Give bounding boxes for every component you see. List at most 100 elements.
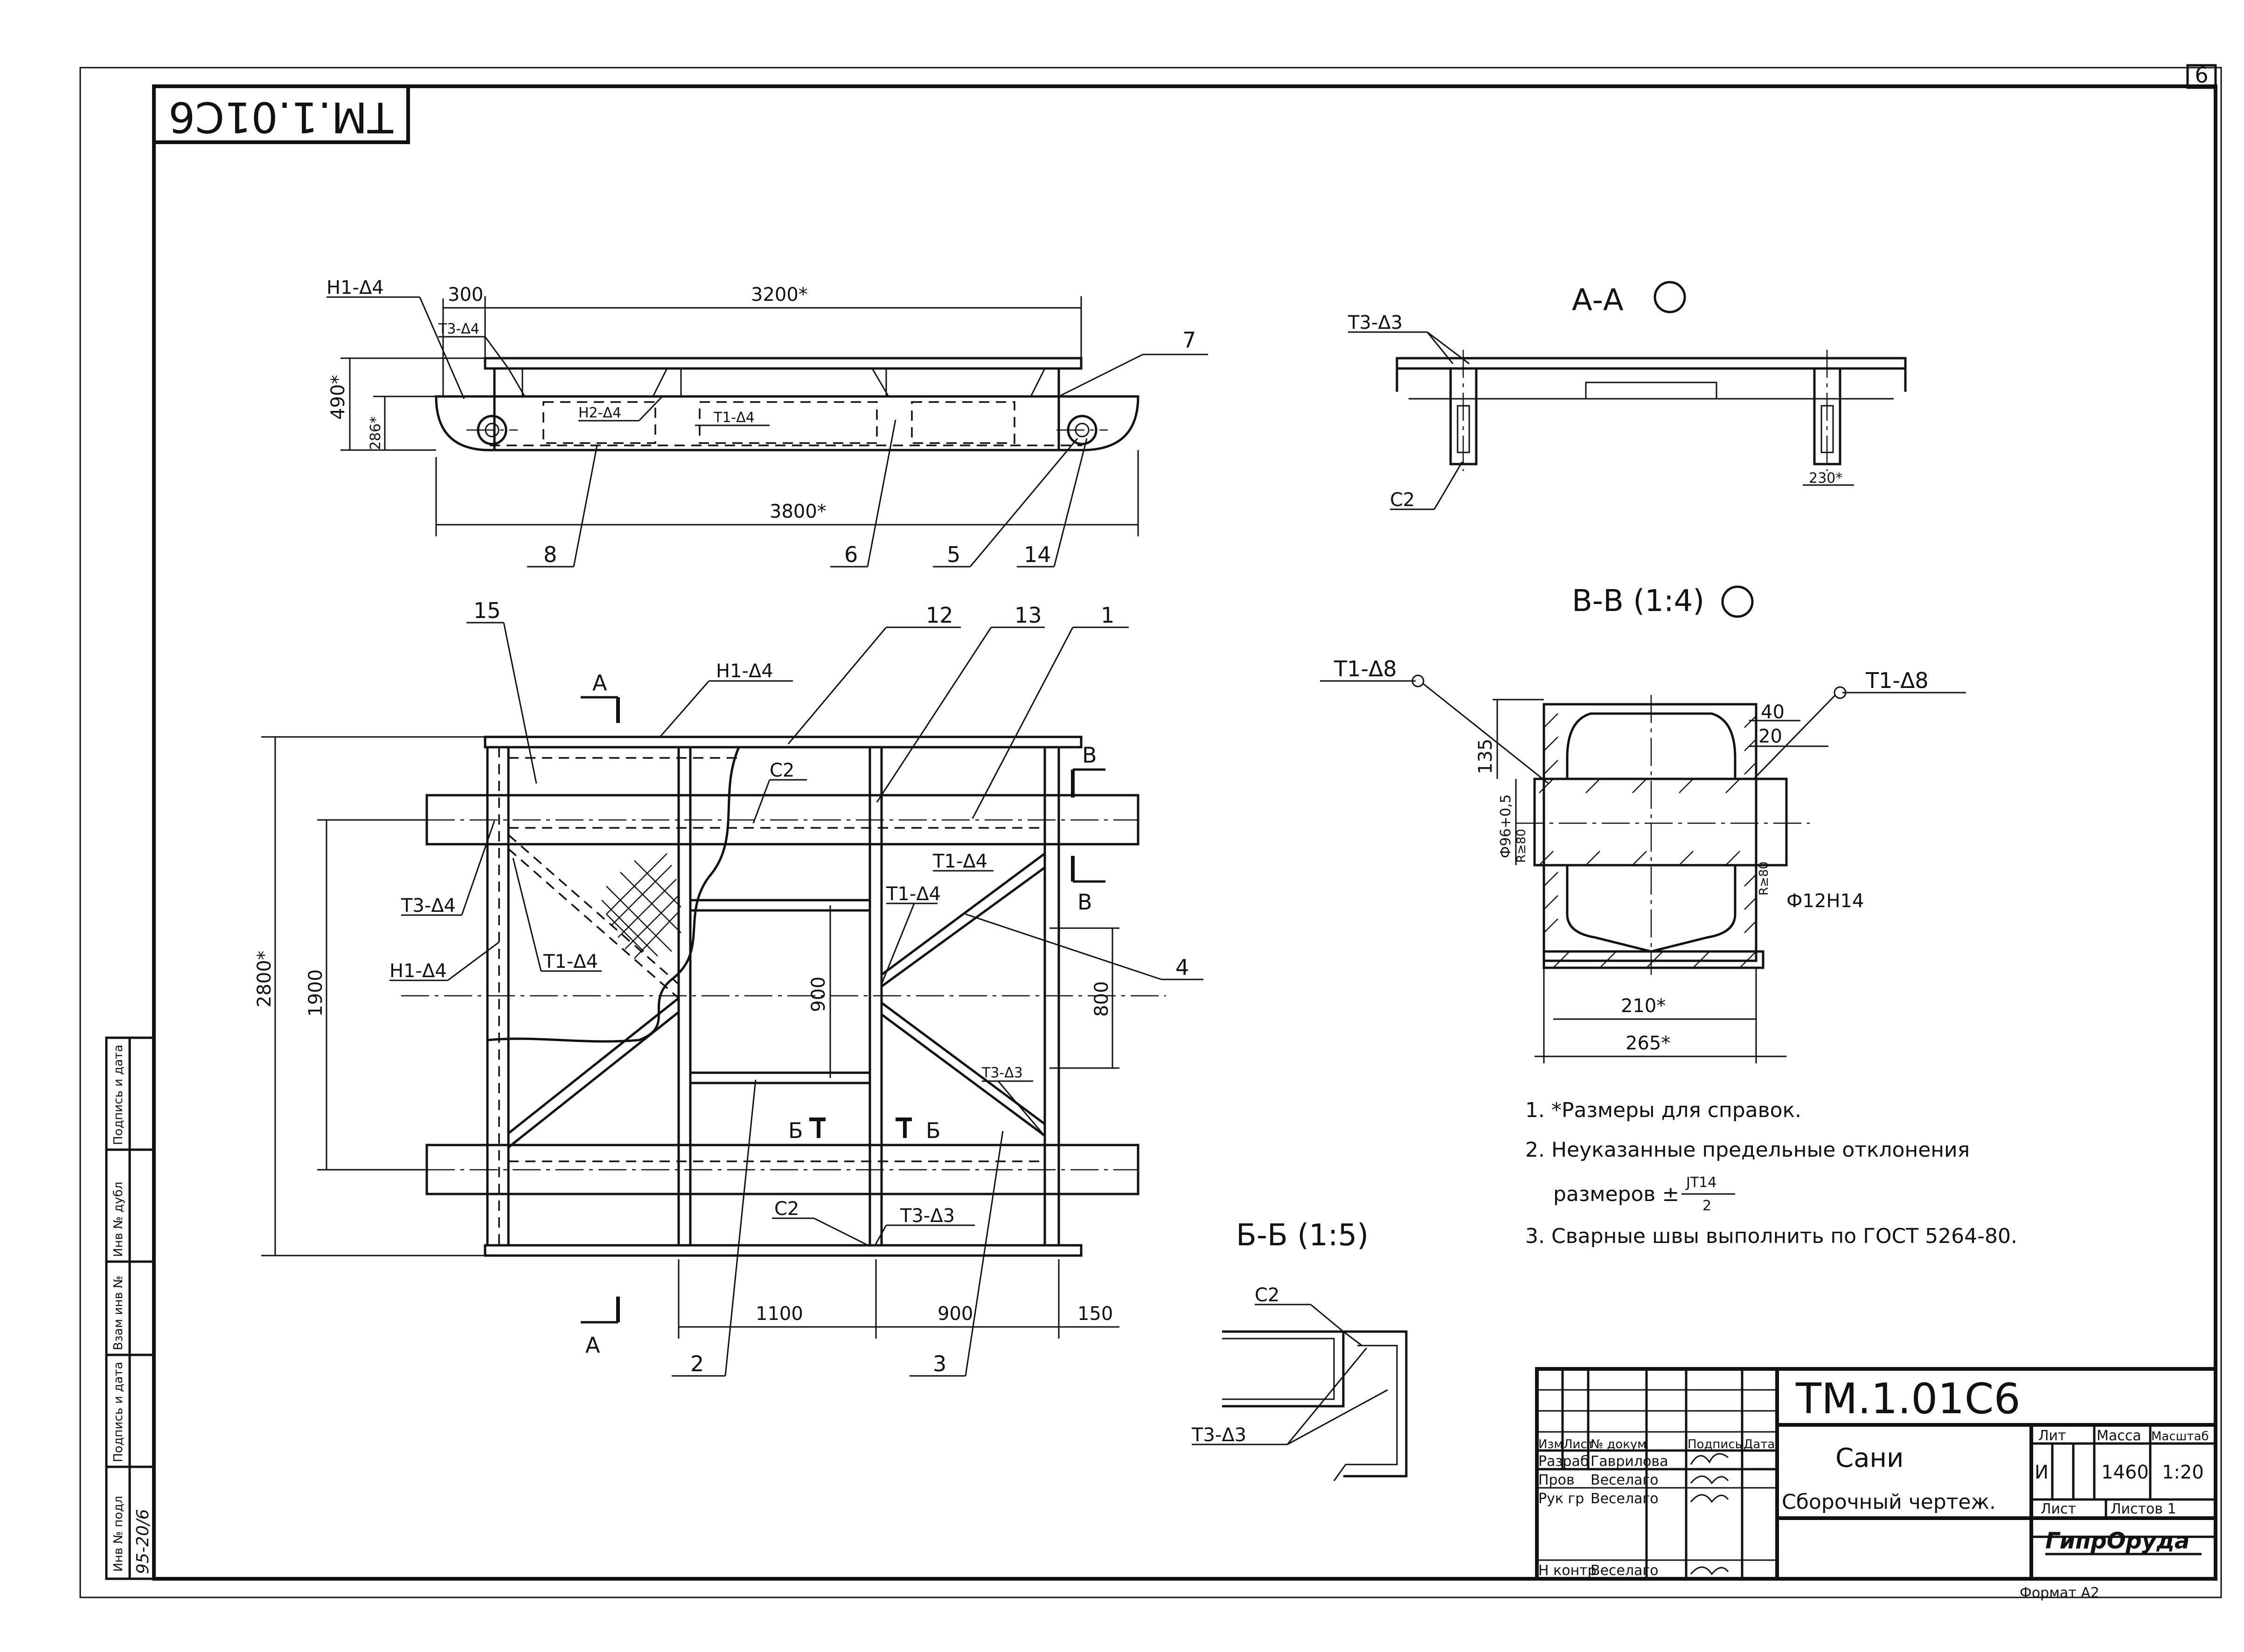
notes: 1. *Размеры для справок. 2. Неуказанные … [1525,1098,2017,1248]
rotated-stamp-code: ТМ.1.01С6 [168,92,394,141]
mesh-pattern [601,853,681,959]
tb-lit-value: И [2035,1462,2049,1483]
tb-name: Сани [1835,1443,1904,1473]
callout-7: 7 [1182,327,1196,353]
section-mark-v-bottom: В [1077,889,1092,915]
dim-bottom-1100: 1100 [756,1303,803,1325]
top-weld-t3: Т3-Δ4 [438,321,479,337]
tb-lit-label: Лит [2038,1428,2066,1444]
section-aa-title: А-А [1572,283,1624,318]
dim-inner-800: 800 [1091,981,1112,1017]
dim-bottom-150: 150 [1077,1303,1113,1325]
tb-header-doc: № докум [1591,1437,1647,1451]
section-mark-a-top: А [592,670,607,695]
dim-runner-height: 286* [368,416,384,450]
top-weld-n2: Н2-Δ4 [578,405,621,421]
plan-weld-n1-top: Н1-Δ4 [716,660,773,682]
plan-weld-c2-top: С2 [770,760,794,781]
strip-label-inv-podl: Инв № подл [111,1496,125,1572]
callout-14: 14 [1024,542,1051,567]
tb-row-name: Веселаго [1591,1472,1659,1488]
section-vv-title: В-В (1:4) [1572,584,1704,618]
title-block: Изм Лист № докум Подпись Дата Разраб Гав… [1535,1367,2217,1581]
tb-header-list: Лист [1563,1437,1594,1451]
callout-15: 15 [473,598,501,623]
dim-bottom-900: 900 [938,1303,973,1325]
dim-vv-40: 40 [1761,701,1785,723]
dim-height: 490* [327,375,349,420]
sheet-number: 6 [2195,62,2208,88]
dim-vv-210: 210* [1621,995,1666,1017]
section-vv-weld-left: Т1-Δ8 [1334,656,1397,681]
side-strip: Инв № подл Подпись и дата Взам инв № Инв… [105,1036,155,1580]
section-bb-weld: Т3-Δ3 [1191,1424,1246,1446]
plan-weld-t3-bottom: Т3-Δ3 [900,1205,955,1227]
tb-mass-label: Масса [2097,1428,2141,1444]
callout-12: 12 [926,603,953,628]
note-3: 3. Сварные швы выполнить по ГОСТ 5264-80… [1525,1224,2017,1248]
tb-row-role: Пров [1538,1472,1575,1488]
tb-mass-value: 1460 [2101,1462,2149,1483]
section-mark-b-right: Б [926,1118,941,1143]
callout-5: 5 [947,542,960,567]
note-2a: 2. Неуказанные предельные отклонения [1525,1138,1970,1162]
plan-weld-n1-left: Н1-Δ4 [389,960,447,982]
tb-header-sign: Подпись [1688,1437,1742,1451]
plan-weld-t3-left: Т3-Δ4 [401,895,456,916]
strip-label-inv-dubl: Инв № дубл [111,1182,125,1257]
section-a-a: А-А Т3-Δ3 С2 230* [1348,281,1907,511]
tb-row-name: Веселаго [1591,1491,1659,1507]
section-v-v: В-В (1:4) [1320,584,1966,1063]
sheet-frame: 6 ТМ.1.01С6 Формат А2 [79,62,2222,1601]
dim-vv-135: 135 [1475,739,1496,774]
callout-8: 8 [543,542,557,567]
section-mark-v-top: В [1082,743,1097,768]
tb-row-role: Рук гр [1538,1491,1584,1507]
top-weld-n1: Н1-Δ4 [327,277,384,298]
signature-mark [1690,1566,1729,1576]
dim-vv-bore: Ф12Н14 [1786,890,1864,912]
section-aa-weld: Т3-Δ3 [1348,312,1403,333]
callout-6: 6 [844,542,858,567]
note-2b-den: 2 [1702,1198,1711,1214]
tb-scale-value: 1:20 [2162,1462,2204,1483]
tb-code: ТМ.1.01С6 [1795,1374,2021,1423]
dim-vv-phi: Ф96+0,5 [1498,794,1514,858]
note-2b-prefix: размеров ± [1553,1182,1679,1206]
dim-overall-length: 3800* [770,501,827,522]
strip-label-sign-date-1: Подпись и дата [111,1362,125,1462]
tb-row-name: Веселаго [1591,1562,1659,1579]
section-aa-dim: 230* [1809,470,1842,486]
plan-weld-t1-right: Т1-Δ4 [932,851,987,872]
strip-label-vzam: Взам инв № [111,1276,125,1350]
tb-scale-label: Масштаб [2151,1430,2209,1444]
callout-3: 3 [933,1351,946,1376]
dim-vv-20: 20 [1758,726,1782,747]
plan-weld-t1-left: Т1-Δ4 [543,951,598,972]
signature-mark [1690,1494,1729,1503]
tb-org-logo: ГипрОруда [2045,1528,2189,1554]
top-weld-t1: Т1-Δ4 [713,410,755,426]
dim-vv-265: 265* [1626,1033,1670,1054]
section-bb-title: Б-Б (1:5) [1236,1218,1369,1253]
dim-frame-length: 3200* [751,284,808,305]
plan-weld-t3-right: Т3-Δ3 [981,1065,1023,1081]
plan-weld-t1-center: Т1-Δ4 [886,883,941,905]
section-b-b: Б-Б (1:5) С2 Т3-Δ3 [1191,1218,1408,1481]
plan-weld-c2-bottom: С2 [774,1198,799,1220]
dim-runner-span: 1900 [305,969,327,1017]
tb-sheets-label: Листов 1 [2111,1501,2176,1517]
section-vv-hatch [1539,713,1757,968]
strip-label-sign-date-2: Подпись и дата [111,1045,125,1145]
section-bb-seam: С2 [1255,1284,1279,1306]
section-aa-seam: С2 [1390,489,1415,511]
callout-13: 13 [1014,603,1042,628]
top-view: 3800* 300 3200* 490* 286* Н1-Δ4 Т3-Δ4 Н2… [327,277,1208,568]
callout-1: 1 [1101,603,1114,628]
dim-vv-r-left: R≥80 [1515,829,1528,863]
dim-end-offset: 300 [448,284,483,305]
tb-doc-type: Сборочный чертеж. [1782,1490,1996,1514]
format-label: Формат А2 [2020,1585,2099,1601]
note-1: 1. *Размеры для справок. [1525,1098,1801,1122]
